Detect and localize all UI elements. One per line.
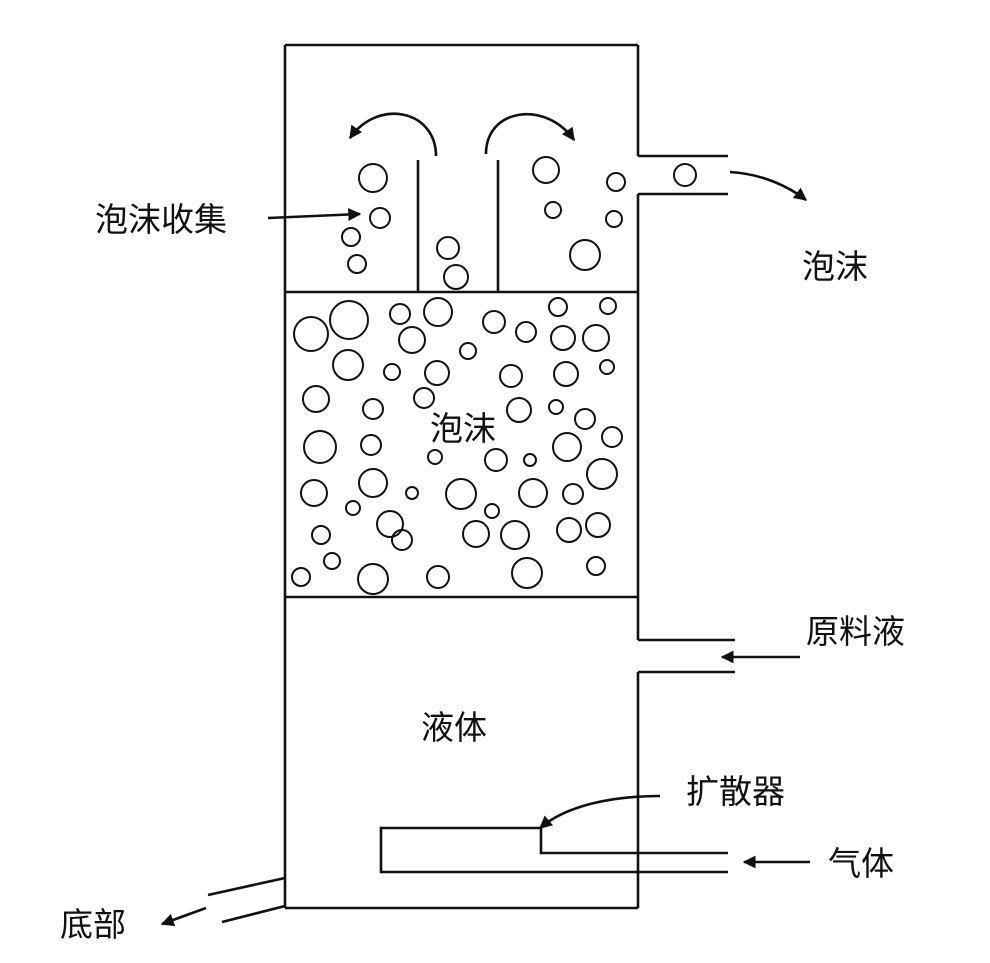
bubble (511, 557, 543, 589)
bubble (599, 359, 615, 375)
bubble (484, 503, 500, 519)
bubble (369, 207, 391, 229)
bottom-arrow (160, 906, 207, 927)
bubble (345, 500, 361, 516)
label-bottom: 底部 (60, 905, 126, 944)
bubble (499, 364, 523, 388)
bubble (405, 486, 419, 500)
bubble (462, 520, 490, 548)
bubble (358, 468, 388, 498)
bubble (391, 529, 413, 551)
label-diffuser: 扩散器 (686, 772, 785, 811)
bubble (550, 325, 576, 351)
bubble (586, 458, 618, 490)
bottom-outlet-pipe (207, 876, 286, 924)
bubble (574, 408, 596, 430)
bubble (482, 310, 506, 334)
bubble (376, 510, 404, 538)
bubble (523, 453, 537, 467)
foam-outlet-pipe (638, 154, 728, 196)
bubble (398, 326, 426, 354)
bubble (606, 172, 626, 192)
label-foam-zone: 泡沫 (430, 409, 496, 448)
bubble (445, 478, 477, 510)
bubble (302, 385, 330, 413)
label-feed-liquid: 原料液 (806, 612, 905, 651)
bubble (347, 254, 367, 274)
foam-collection-arrow (267, 208, 362, 222)
bubble (548, 297, 568, 317)
bubble (484, 448, 508, 472)
bubble (562, 483, 584, 505)
label-gas: 气体 (828, 844, 894, 883)
curved-arrow-right (484, 113, 576, 155)
bubble (360, 434, 382, 456)
bubble (436, 236, 460, 260)
bubble (569, 239, 601, 271)
bubble (673, 163, 697, 187)
bubble (601, 426, 623, 448)
bubble (413, 387, 435, 409)
feed-inlet-pipe (638, 638, 735, 674)
bubble (515, 321, 537, 343)
bubble (556, 517, 582, 543)
bubble (383, 363, 401, 381)
label-liquid: 液体 (421, 708, 487, 747)
bubble (362, 398, 384, 420)
column-walls (283, 43, 640, 910)
bubble (323, 552, 341, 570)
bubble (341, 227, 361, 247)
bubble (599, 297, 617, 315)
bubble (389, 303, 411, 325)
bubble (585, 512, 611, 538)
bubble (506, 397, 532, 423)
bubble (586, 556, 606, 576)
bubble (358, 163, 388, 193)
bubble (311, 525, 331, 545)
foam-outlet-arrow (729, 170, 808, 202)
bubble (544, 201, 562, 219)
bubble (303, 430, 337, 464)
bubble (300, 479, 328, 507)
bubble (443, 264, 469, 290)
bubble (459, 342, 477, 360)
label-foam-collection: 泡沫收集 (95, 200, 227, 239)
bubbles (291, 156, 697, 595)
diffuser-arrow (539, 794, 661, 829)
bubble (426, 565, 450, 589)
diffuser (379, 826, 728, 874)
bubble (553, 361, 579, 387)
label-foam-outlet: 泡沫 (802, 247, 868, 286)
bubble (605, 210, 623, 228)
bubble (357, 563, 389, 595)
bubble (582, 324, 610, 352)
bubble (532, 156, 560, 184)
bubble (500, 520, 530, 550)
bubble (291, 567, 311, 587)
bubble (424, 360, 450, 386)
bubble (427, 449, 443, 465)
bubble (423, 297, 453, 327)
bubble (552, 432, 582, 462)
bubble (332, 349, 364, 381)
bubble (329, 300, 369, 340)
bubble (293, 316, 329, 352)
curved-arrow-left (348, 112, 438, 157)
bubble (518, 478, 548, 508)
bubble (548, 399, 564, 415)
